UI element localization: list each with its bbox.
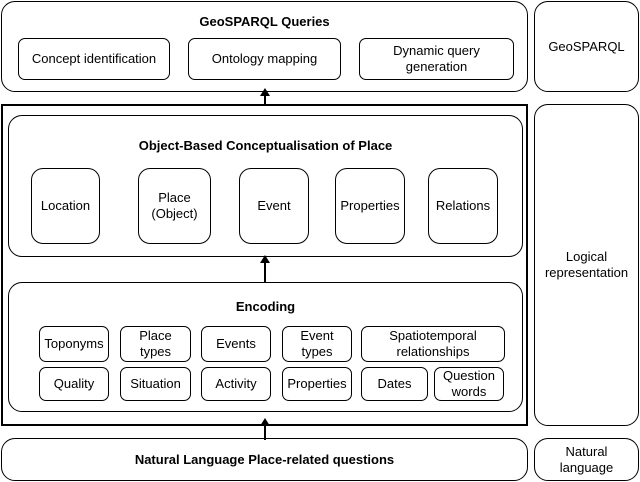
activity-box: Activity [201, 367, 271, 401]
concept-identification-label: Concept identification [31, 51, 157, 66]
dates-label: Dates [377, 376, 412, 391]
encoding-title: Encoding [235, 299, 296, 314]
activity-label: Activity [215, 376, 257, 391]
dynamic-query-generation-label: Dynamic query generation [393, 43, 480, 74]
events-label: Events [216, 336, 256, 351]
event-types-box: Event types [282, 326, 352, 362]
event-types-label: Event types [300, 328, 334, 359]
conceptualisation-panel: Object-Based Conceptualisation of Place … [8, 115, 523, 257]
side-label-logical-representation: Logical representation [534, 104, 639, 426]
arrow-encoding-to-conceptualisation [260, 255, 270, 283]
toponyms-label: Toponyms [44, 336, 104, 351]
side-label-natural-language: Natural language [534, 438, 639, 481]
event-box: Event [239, 168, 309, 244]
question-words-box: Question words [434, 367, 504, 401]
ontology-mapping-label: Ontology mapping [211, 51, 318, 66]
arrow-input-to-encoding [260, 418, 270, 440]
encoding-panel: Encoding Toponyms Place types Events Eve… [8, 282, 523, 412]
relations-label: Relations [435, 198, 491, 213]
properties-box: Properties [335, 168, 405, 244]
arrow-logical-to-geosparql [260, 88, 270, 106]
toponyms-box: Toponyms [39, 326, 109, 362]
dates-box: Dates [361, 367, 428, 401]
quality-box: Quality [39, 367, 109, 401]
encoding-properties-box: Properties [282, 367, 352, 401]
geosparql-queries-panel: GeoSPARQL Queries Concept identification… [1, 1, 528, 92]
spatiotemporal-relationships-box: Spatiotemporal relationships [361, 326, 505, 362]
location-label: Location [40, 198, 91, 213]
event-label: Event [257, 198, 291, 213]
encoding-properties-label: Properties [287, 376, 347, 391]
place-object-label: Place (Object) [151, 190, 198, 221]
side-label-geosparql: GeoSPARQL [534, 1, 639, 92]
question-words-label: Question words [442, 368, 496, 399]
situation-box: Situation [120, 367, 191, 401]
spatiotemporal-relationships-label: Spatiotemporal relationships [389, 328, 477, 359]
relations-box: Relations [428, 168, 498, 244]
events-box: Events [201, 326, 271, 362]
ontology-mapping-box: Ontology mapping [188, 38, 341, 80]
natural-language-questions-box: Natural Language Place-related questions [1, 438, 528, 481]
place-object-box: Place (Object) [138, 168, 211, 244]
side-label-geosparql-text: GeoSPARQL [548, 38, 625, 54]
side-label-logical-text: Logical representation [544, 249, 629, 280]
place-types-box: Place types [120, 326, 191, 362]
concept-identification-box: Concept identification [18, 38, 170, 80]
properties-label: Properties [340, 198, 400, 213]
dynamic-query-generation-box: Dynamic query generation [359, 38, 514, 80]
situation-label: Situation [130, 376, 181, 391]
location-box: Location [31, 168, 100, 244]
quality-label: Quality [53, 376, 95, 391]
geosparql-queries-title: GeoSPARQL Queries [199, 14, 330, 29]
place-types-label: Place types [139, 328, 172, 359]
conceptualisation-title: Object-Based Conceptualisation of Place [138, 138, 393, 153]
side-label-natural-text: Natural language [559, 443, 614, 475]
natural-language-questions-label: Natural Language Place-related questions [134, 452, 395, 467]
